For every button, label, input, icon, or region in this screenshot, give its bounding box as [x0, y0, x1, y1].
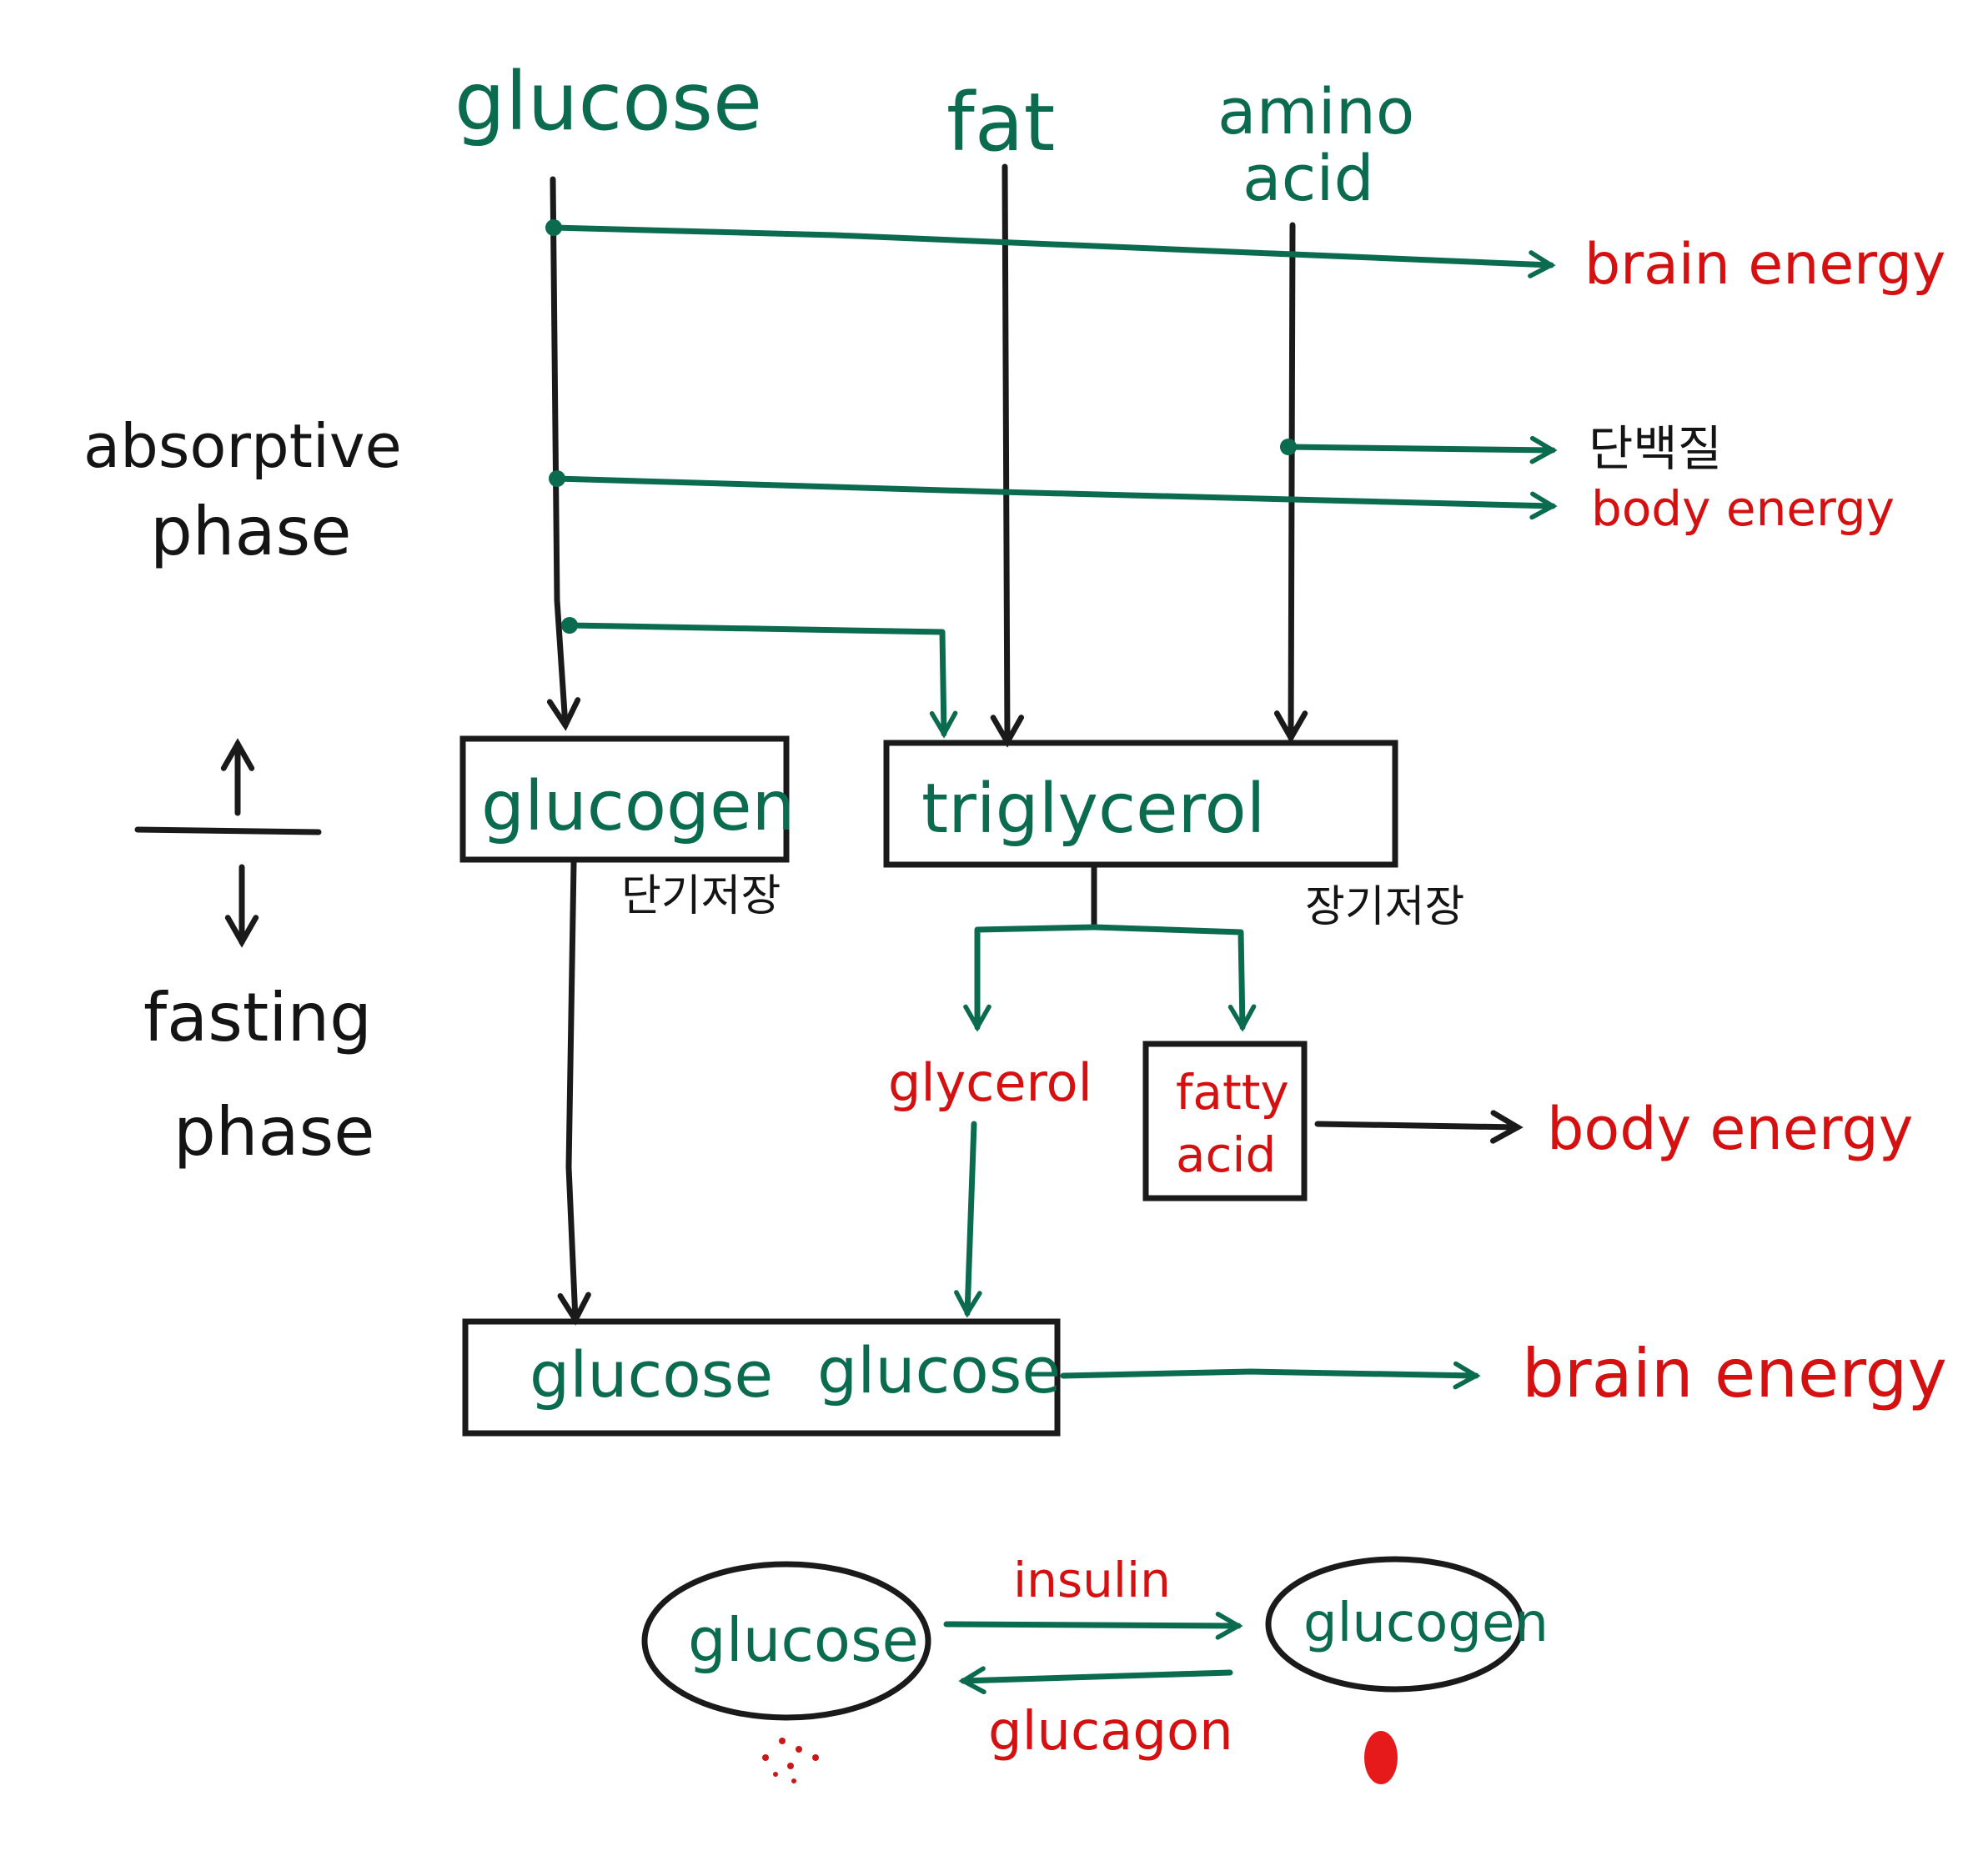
- glucose-to-brain-energy-bottom-arrow: [1060, 1361, 1481, 1390]
- glucose-to-body-energy-arrow: [554, 475, 1558, 520]
- triglycerol-box: [883, 740, 1398, 868]
- fasting-phase-line2: phase: [173, 1093, 374, 1171]
- glycerol-to-glucose-arrow: [954, 1121, 982, 1318]
- fasting-phase-line1: fasting: [143, 979, 372, 1056]
- glucose-box: [462, 1318, 1061, 1437]
- red-dots-decoration: [762, 1738, 819, 1783]
- amino-to-triglycerol-line: [1273, 222, 1308, 744]
- glucagon-arrow: [958, 1666, 1233, 1695]
- glucose-box-left: glucose: [530, 1337, 773, 1412]
- brain-energy-top: brain energy: [1584, 232, 1945, 298]
- glucagon-label: glucagon: [988, 1701, 1233, 1763]
- glucose-to-glucogen-line: [546, 176, 581, 731]
- fatty-acid-box: [1142, 1041, 1308, 1201]
- brain-energy-bottom: brain energy: [1522, 1335, 1947, 1412]
- split-to-glycerol-arrow: [963, 924, 1097, 1032]
- glycerol-label: glycerol: [888, 1052, 1092, 1113]
- absorptive-phase-line2: phase: [150, 493, 351, 570]
- fatty-acid-line1: fatty: [1176, 1064, 1289, 1121]
- amino-to-protein-arrow: [1285, 435, 1558, 464]
- source-fat: fat: [946, 76, 1055, 169]
- cycle-glucogen-ellipse: [1265, 1556, 1525, 1693]
- insulin-label: insulin: [1013, 1552, 1171, 1608]
- protein-label: 단백질: [1589, 420, 1722, 477]
- source-glucose: glucose: [454, 55, 762, 148]
- glucose-box-right: glucose: [817, 1333, 1061, 1407]
- cycle-glucogen-label: glucogen: [1303, 1593, 1549, 1654]
- triglycerol-label: triglycerol: [921, 770, 1265, 849]
- cycle-glucose-label: glucose: [688, 1605, 919, 1675]
- source-amino-line1: amino: [1217, 74, 1414, 148]
- cycle-glucose-ellipse: [641, 1561, 931, 1721]
- insulin-arrow: [943, 1612, 1243, 1640]
- body-energy-top: body energy: [1591, 480, 1895, 537]
- glucose-to-triglycerol-arrow: [566, 622, 958, 739]
- absorptive-phase-line1: absorptive: [83, 411, 402, 481]
- fatty-acid-to-body-energy-arrow: [1314, 1110, 1524, 1144]
- body-energy-fatty: body energy: [1547, 1095, 1913, 1163]
- fat-to-triglycerol-line: [990, 163, 1025, 748]
- glucogen-note: 단기저장: [621, 871, 781, 921]
- red-drop-decoration: [1364, 1731, 1398, 1784]
- glucogen-label: glucogen: [481, 767, 796, 846]
- glucose-to-brain-energy-arrow: [550, 224, 1556, 278]
- glucogen-to-glucose-arrow: [557, 860, 591, 1326]
- glucogen-box: [459, 735, 790, 863]
- phase-divider: [134, 826, 322, 835]
- source-amino-line2: acid: [1242, 141, 1374, 215]
- fatty-acid-line2: acid: [1176, 1126, 1276, 1183]
- split-to-fatty-acid-arrow: [1091, 924, 1257, 1032]
- triglycerol-note: 장기저장: [1305, 882, 1464, 932]
